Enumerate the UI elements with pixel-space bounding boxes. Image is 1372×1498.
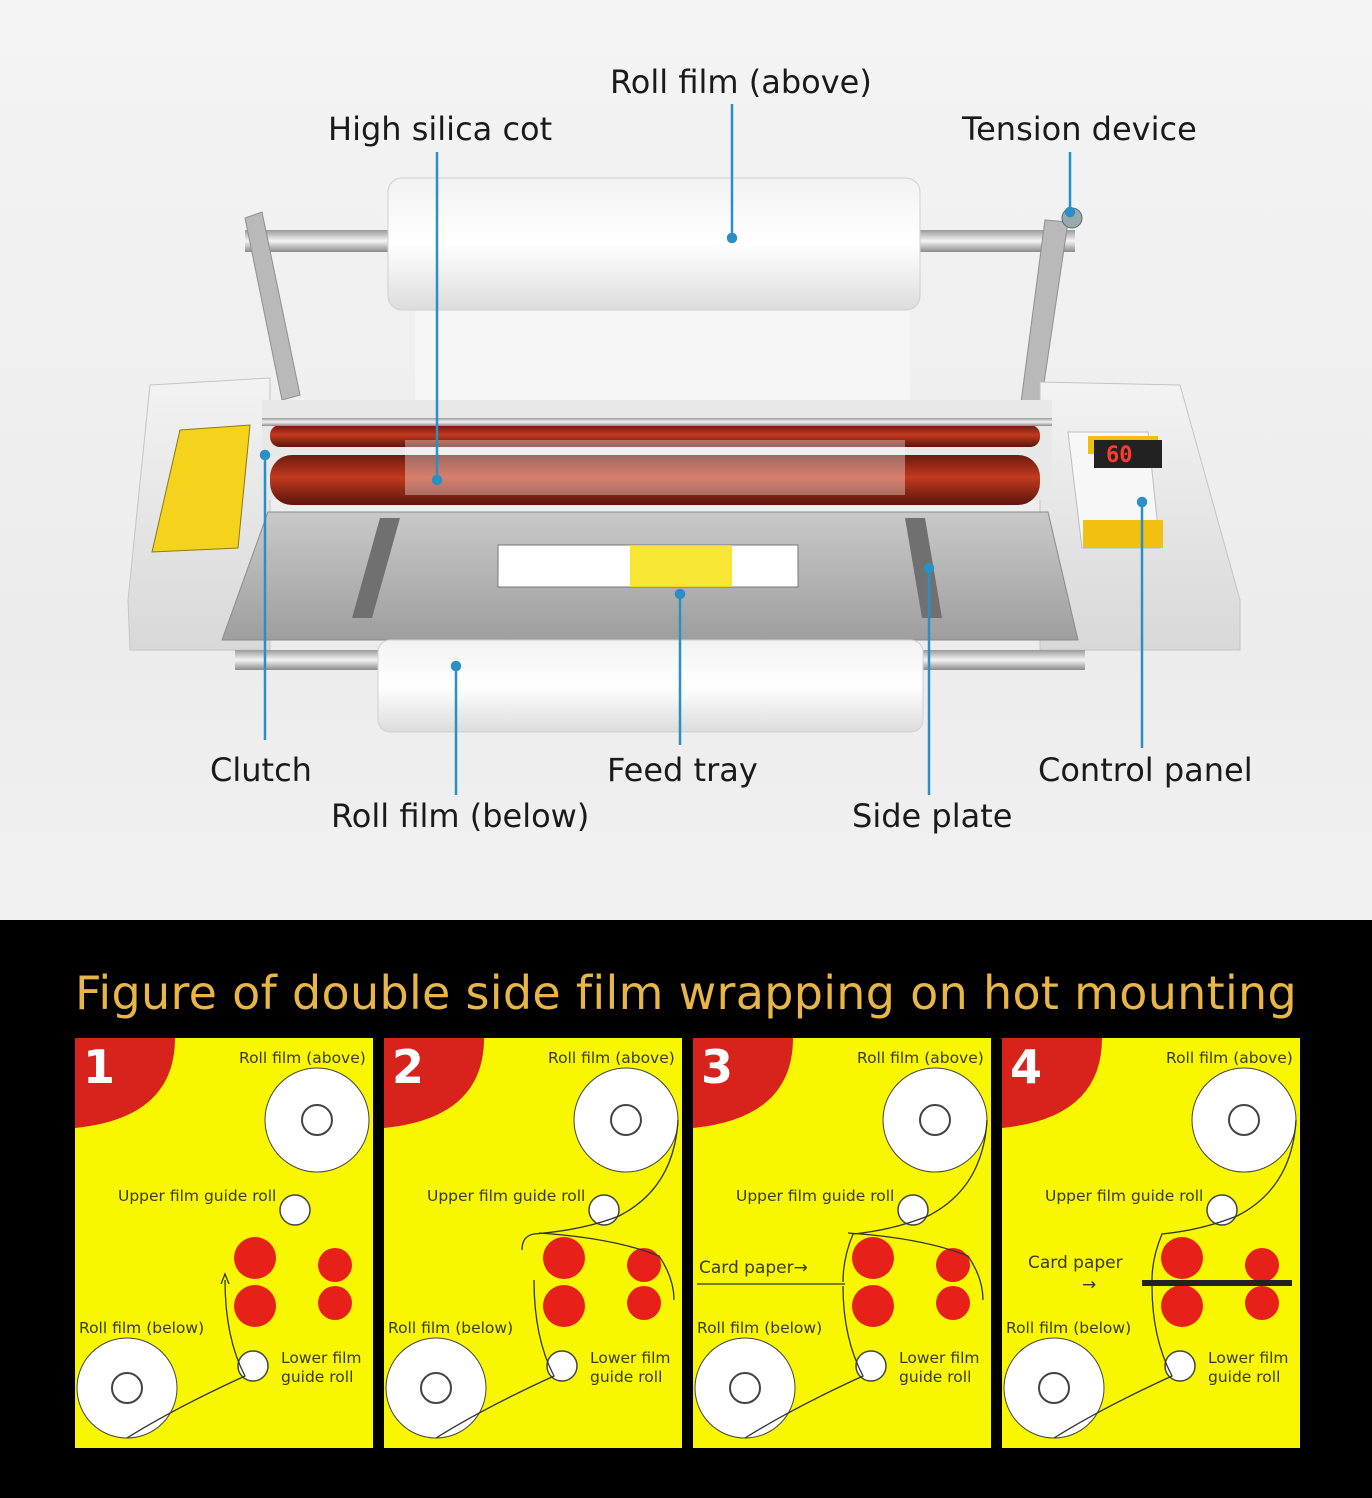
label-roll-film-above: Roll film (above) xyxy=(610,63,872,101)
step-panel-2: 2 Roll film (above) Upper film guide rol… xyxy=(384,1038,682,1448)
step-badge xyxy=(384,1038,484,1128)
upper-red-roller xyxy=(270,425,1040,447)
left-bracket xyxy=(244,211,301,401)
label-upper-guide: Upper film guide roll xyxy=(427,1187,586,1205)
label-lower-guide-1: Lower film xyxy=(899,1349,980,1367)
step-badge xyxy=(75,1038,175,1128)
cross-rod xyxy=(262,418,1052,426)
label-lower-guide-1: Lower film xyxy=(1208,1349,1289,1367)
label-lower-guide-2: guide roll xyxy=(281,1368,354,1386)
label-feed-tray: Feed tray xyxy=(607,751,758,789)
label-upper-guide: Upper film guide roll xyxy=(736,1187,895,1205)
upper-film-roll xyxy=(387,177,921,311)
label-roll-below: Roll film (below) xyxy=(388,1319,514,1337)
instruction-sticker xyxy=(151,424,251,553)
step-panel-4: 4 Roll film (above) Upper film guide rol… xyxy=(1002,1038,1300,1448)
label-clutch: Clutch xyxy=(210,751,312,789)
label-roll-below: Roll film (below) xyxy=(79,1319,205,1337)
label-upper-guide: Upper film guide roll xyxy=(1045,1187,1204,1205)
film-overlay xyxy=(405,440,905,495)
label-roll-above: Roll film (above) xyxy=(1166,1049,1293,1067)
label-lower-guide-2: guide roll xyxy=(590,1368,663,1386)
label-lower-guide-2: guide roll xyxy=(899,1368,972,1386)
label-card-paper-arrow: → xyxy=(1082,1275,1097,1295)
display xyxy=(1094,440,1162,468)
step-badge xyxy=(693,1038,793,1128)
step-panel-1: 1 Roll film (above) Upper film guide rol… xyxy=(75,1038,373,1448)
label-card-paper: Card paper→ xyxy=(699,1258,808,1278)
label-roll-film-below: Roll film (below) xyxy=(331,797,590,835)
lower-red-roller xyxy=(270,455,1040,505)
diagram-title: Figure of double side film wrapping on h… xyxy=(75,966,1297,1020)
step-panel-3: 3 Roll film (above) Upper film guide rol… xyxy=(693,1038,991,1448)
label-high-silica-cot: High silica cot xyxy=(328,110,553,148)
step-3-graphic xyxy=(693,1038,988,1439)
label-roll-below: Roll film (below) xyxy=(1006,1319,1132,1337)
label-roll-below: Roll film (below) xyxy=(697,1319,823,1337)
label-control-panel: Control panel xyxy=(1038,751,1253,789)
step-2-graphic xyxy=(384,1038,679,1439)
lower-film-roll xyxy=(377,639,924,733)
step-number: 2 xyxy=(392,1040,425,1094)
card-paper-sheet xyxy=(1142,1280,1292,1286)
step-number: 4 xyxy=(1010,1040,1043,1094)
step-badge xyxy=(1002,1038,1102,1128)
panel-footer xyxy=(1083,520,1163,548)
label-roll-above: Roll film (above) xyxy=(857,1049,984,1067)
laminator-machine: 60 xyxy=(127,104,1241,795)
label-roll-above: Roll film (above) xyxy=(548,1049,675,1067)
machine-illustration: 60 Roll f xyxy=(0,0,1372,920)
step-number: 1 xyxy=(83,1040,116,1094)
label-side-plate: Side plate xyxy=(852,797,1013,835)
step-4-graphic xyxy=(1002,1038,1297,1439)
label-lower-guide-2: guide roll xyxy=(1208,1368,1281,1386)
label-lower-guide-1: Lower film xyxy=(281,1349,362,1367)
step-1-graphic xyxy=(75,1038,370,1439)
left-side-plate xyxy=(352,518,400,618)
label-card-paper: Card paper xyxy=(1028,1253,1123,1273)
label-lower-guide-1: Lower film xyxy=(590,1349,671,1367)
label-upper-guide: Upper film guide roll xyxy=(118,1187,277,1205)
label-roll-above: Roll film (above) xyxy=(239,1049,366,1067)
right-side-plate xyxy=(905,518,942,618)
step-number: 3 xyxy=(701,1040,734,1094)
label-tension-device: Tension device xyxy=(962,110,1197,148)
film-wrapping-diagram: Figure of double side film wrapping on h… xyxy=(0,920,1372,1498)
display-value: 60 xyxy=(1106,443,1133,468)
